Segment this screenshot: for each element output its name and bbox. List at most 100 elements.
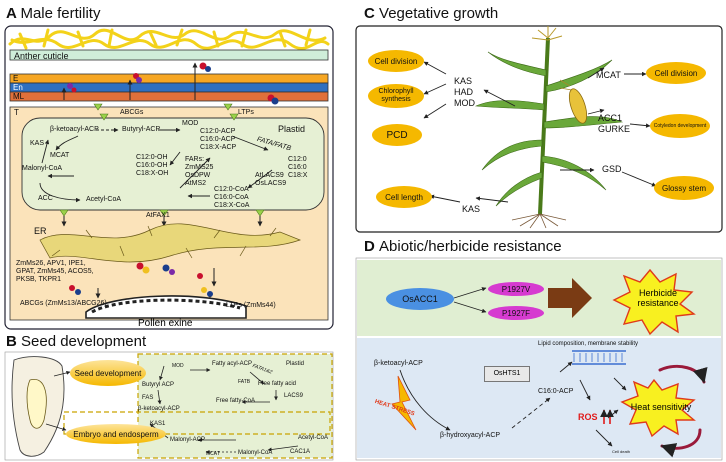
panel-b-title: B Seed development [6,333,146,350]
panel-a-title: A Male fertility [6,5,100,22]
layer-ml-label: ML [13,92,25,101]
panel-letter: A [6,5,17,22]
c12-coa-label: C12:0-CoA [214,186,249,193]
c-cell-division2-oval: Cell division [646,62,706,84]
panel-title-text: Vegetative growth [379,5,499,22]
endoplasmic-reticulum [39,223,301,263]
b-free-fatty-coa-label: Free fatty-CoA [216,398,256,404]
b-mod-label: MOD [172,363,184,369]
c12-label: C12:0 [288,156,307,163]
panel-d-title: D Abiotic/herbicide resistance [364,238,562,255]
anther-cuticle-label: Anther cuticle [14,51,69,61]
c12-oh-label: C12:0-OH [136,154,168,161]
d-b-ketoacyl-acp-label: β-ketoacyl-ACP [374,360,423,367]
b-kas1-label: KAS1 [150,421,166,427]
c-mod-label: MOD [454,98,475,108]
abcgs-zm-label: ABCGs (ZmMs13/ABCG26) [20,300,107,307]
herbicide-burst [612,268,696,336]
b-acetyl-coa-label: Acetyl-CoA [298,435,329,441]
acetyl-coa-label: Acetyl-CoA [86,196,122,203]
b-free-fatty-acid-label: Free fatty acid [258,381,297,387]
c-acc1-label: ACC1 [598,113,623,123]
heat-sensitivity-label: Heat sensitivity [630,402,692,412]
c-pcd-oval: PCD [372,124,422,146]
oslacs9-label: OsLACS9 [255,180,287,187]
c-kas2-label: KAS [462,204,481,214]
transporter-markers [59,103,265,217]
abcgs-label: ABCGs [120,109,144,116]
atfax1-label: AtFAX1 [146,212,170,219]
panel-letter: C [364,5,375,22]
c18-coa-label: C18:X-CoA [214,202,250,209]
layer-e-label: E [13,74,19,83]
d-b-hydroxyacyl-acp-label: β-hydroxyacyl-ACP [440,432,501,439]
maize-plant-drawing [474,26,624,229]
p1927v-oval: P1927V [488,282,544,296]
seed-development-oval: Seed development [70,360,146,386]
butyryl-acp-label: Butyryl-ACP [122,126,161,133]
gene-line-3: PKSB, TKPR1 [16,276,62,283]
c16-label: C16:0 [288,164,307,171]
ltps-label: LTPs [238,109,254,116]
c16-oh-label: C16:0-OH [136,162,168,169]
c16-coa-label: C16:0-CoA [214,194,249,201]
c18-acp-label: C18:X-ACP [200,144,237,151]
c-cotyledon-oval: Cotyledon development [650,114,710,138]
c-gurke-label: GURKE [598,124,631,134]
c-mcat-label: MCAT [596,70,621,80]
er-label: ER [34,226,47,236]
c-chlorophyll-oval: Chlorophyll synthesis [368,84,424,108]
panel-c-title: C Vegetative growth [364,5,498,22]
c-cell-division-oval: Cell division [368,50,424,72]
acc-label: ACC [38,195,53,202]
d-lipid-label: Lipid composition, membrane stability [538,341,639,347]
panel-b-dashed-outer [137,353,333,459]
lipid-carrier-dots [67,62,279,105]
panel-b-dashed-inner [63,411,331,435]
c-cell-length-oval: Cell length [376,186,432,208]
layer-en-label: En [13,83,23,92]
layer-en [9,82,329,93]
brown-block-arrow [548,278,592,318]
b-b-ketoacyl-acp-label: β-ketoacyl-ACP [138,406,180,412]
d-cell-death-label: Cell death [612,449,631,454]
panel-title-text: Male fertility [20,5,101,22]
zmms25-label: ZmMS25 [185,164,214,171]
mcat-label: MCAT [50,152,70,159]
ltps-zm-label: LTPs (ZmMs44) [226,302,276,309]
plastid-label: Plastid [278,124,306,134]
b-fatb-label: FATB [238,379,251,385]
layer-ml [9,91,329,102]
c-gsd-label: GSD [602,164,622,174]
b-malonyl-coa-label: Malonyl-CoA [238,450,273,456]
c-kas-label: KAS [454,76,473,86]
d-c16-acp-label: C16:0-ACP [538,388,574,395]
heat-sensitivity-burst [620,378,696,438]
membrane-bilayer [572,350,626,365]
mod-label: MOD [182,120,199,127]
panel-letter: B [6,333,17,350]
b-plastid-label: Plastid [286,361,305,367]
b-mcat-label: MCAT [206,451,220,457]
malonyl-coa-label: Malonyl-CoA [22,165,63,172]
c16-acp-label: C16:0-ACP [200,136,236,143]
b-malonyl-acp-label: Malonyl-ACP [170,437,206,443]
c12-acp-label: C12:0-ACP [200,128,236,135]
atms2-label: AtMS2 [185,180,207,187]
anther-cuticle-layer [9,49,329,61]
osdpw-label: OsDPW [185,172,211,179]
panel-title-text: Seed development [21,333,147,350]
ros-label: ROS [578,412,598,422]
c18-label: C18:X [288,172,308,179]
gene-line-1: ZmMs26, APV1, IPE1, [16,260,86,267]
c18-oh-label: C18:X-OH [136,170,169,177]
c-had-label: HAD [454,87,474,97]
panel-title-text: Abiotic/herbicide resistance [379,238,562,255]
b-lacs9-label: LACS9 [284,393,304,399]
panel-c-frame [355,25,723,233]
embryo-endosperm-oval: Embryo and endosperm [66,424,166,444]
atlacs9-label: AtLACS9 [255,172,284,179]
pollen-exine-label: Pollen exine [138,318,193,329]
heat-stress-bolt [391,375,417,431]
